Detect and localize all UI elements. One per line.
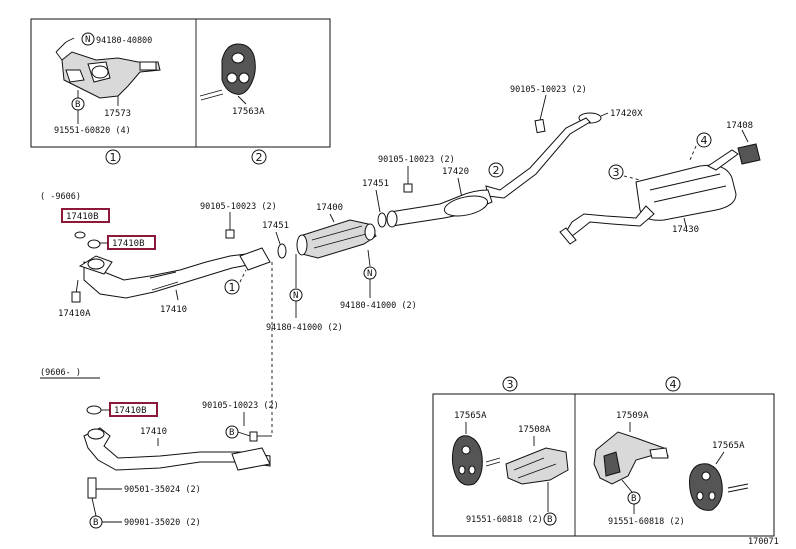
letter-n-right: N xyxy=(367,269,372,279)
part-highlight-2[interactable] xyxy=(107,235,156,250)
label-nut-right: 94180-41000 (2) xyxy=(340,301,417,311)
label-17565a-4: 17565A xyxy=(712,441,745,451)
inset-3-parts: 17565A 17508A B 91551-60818 (2) xyxy=(451,411,569,526)
inset-1-2-frame xyxy=(30,18,331,148)
letter-n-left: N xyxy=(293,291,298,301)
label-17420: 17420 xyxy=(442,167,469,177)
diagram-code: 170071 xyxy=(748,537,779,547)
label-b-bot: 90901-35020 (2) xyxy=(124,518,201,528)
label-bolt-bot: 90105-10023 (2) xyxy=(202,401,279,411)
label-17573: 17573 xyxy=(104,109,131,119)
front-pipe-lower: (9606- ) 17410B 17410 90105-10023 (2) B … xyxy=(40,368,279,529)
part-highlight-1[interactable] xyxy=(61,208,110,223)
front-pipe-upper: ( -9606) 17410B 17410B 90105-10023 (2) 1… xyxy=(40,192,277,436)
highlight-label-3: 17410B xyxy=(114,406,147,416)
range-label-1: ( -9606) xyxy=(40,192,81,202)
letter-b-bottom: B xyxy=(93,518,98,528)
label-17565a-3: 17565A xyxy=(454,411,487,421)
label-17451-a: 17451 xyxy=(362,179,389,189)
center-2-number: 2 xyxy=(493,164,500,177)
range-label-2: (9606- ) xyxy=(40,368,81,378)
label-bolt-top: 90105-10023 (2) xyxy=(510,85,587,95)
label-17420x: 17420X xyxy=(610,109,643,119)
circle-1-icon xyxy=(105,149,121,165)
part-highlight-3[interactable] xyxy=(109,402,158,417)
circle-3-inset-icon xyxy=(502,376,518,392)
letter-b: B xyxy=(75,100,80,110)
inset-3-number: 3 xyxy=(507,378,514,391)
inset-1-number: 1 xyxy=(110,151,117,164)
label-17410-bot: 17410 xyxy=(140,427,167,437)
label-17410-top: 17410 xyxy=(160,305,187,315)
inset-4-parts: 17509A B 91551-60818 (2) 17565A xyxy=(593,411,749,527)
rear-3-number: 3 xyxy=(613,166,620,179)
label-spring-bot: 90501-35024 (2) xyxy=(124,485,201,495)
inset-2-number: 2 xyxy=(256,151,263,164)
tail-pipe-section: 90105-10023 (2) 17420X 17408 4 3 17430 xyxy=(485,85,761,245)
inset-4-number: 4 xyxy=(670,378,677,391)
inset-2-hanger: 17563A 2 xyxy=(199,43,267,165)
rear-4-number: 4 xyxy=(701,134,708,147)
inset-1-bracket: N 94180-40800 B 91551-60820 (4) 17573 1 xyxy=(54,32,161,165)
circle-2-main-icon xyxy=(488,162,504,178)
letter-b-lower: B xyxy=(229,428,234,438)
highlight-label-2: 17410B xyxy=(112,239,145,249)
letter-b-inset4: B xyxy=(631,494,636,504)
circle-2-icon xyxy=(251,149,267,165)
circle-3-icon xyxy=(608,164,624,180)
center-pipe-section: 90105-10023 (2) 2 17420 17451 17400 N 94… xyxy=(262,155,504,333)
label-94180-40800: 94180-40800 xyxy=(96,36,152,46)
label-17410a: 17410A xyxy=(58,309,91,319)
label-17509a: 17509A xyxy=(616,411,649,421)
label-17408: 17408 xyxy=(726,121,753,131)
label-91551-60818-a: 91551-60818 (2) xyxy=(466,515,543,525)
label-17451-b: 17451 xyxy=(262,221,289,231)
label-17563a: 17563A xyxy=(232,107,265,117)
circle-b-inset3-icon xyxy=(543,512,557,526)
label-17400: 17400 xyxy=(316,203,343,213)
label-91551-60820: 91551-60820 (4) xyxy=(54,126,131,136)
label-nut-left: 94180-41000 (2) xyxy=(266,323,343,333)
circle-4-inset-icon xyxy=(665,376,681,392)
highlight-label-1: 17410B xyxy=(66,212,99,222)
circle-4-icon xyxy=(696,132,712,148)
label-17508a: 17508A xyxy=(518,425,551,435)
circle-n-icon xyxy=(81,32,95,46)
label-17430: 17430 xyxy=(672,225,699,235)
front-1-number: 1 xyxy=(229,281,236,294)
label-bolt-left: 90105-10023 (2) xyxy=(200,202,277,212)
inset-3-4-frame: 3 4 xyxy=(432,376,775,537)
circle-1-main-icon xyxy=(224,279,240,295)
label-91551-60818-b: 91551-60818 (2) xyxy=(608,517,685,527)
letter-b-inset3: B xyxy=(547,515,552,525)
label-bolt-mid: 90105-10023 (2) xyxy=(378,155,455,165)
letter-n: N xyxy=(85,35,90,45)
